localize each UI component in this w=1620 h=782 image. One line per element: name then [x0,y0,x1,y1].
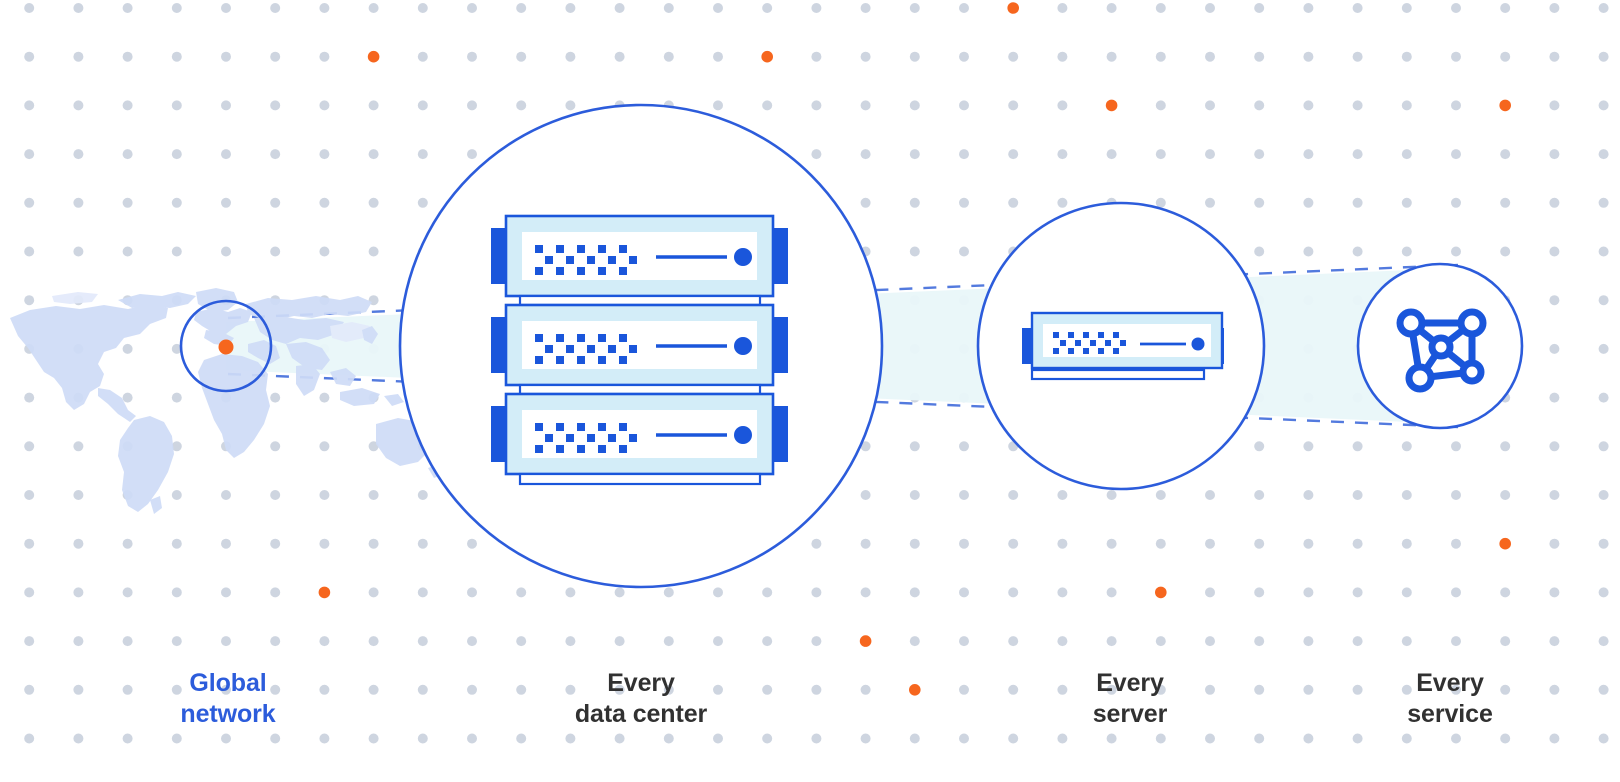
led-array-3 [535,423,637,453]
global-network-zoom-circle[interactable] [179,299,273,393]
status-dot-server [1191,337,1205,351]
server-unit-2 [491,303,788,396]
label-global-network: Global network [180,669,276,728]
server-unit-1 [491,214,788,307]
label-every-server: Every server [1092,669,1168,728]
network-graph-icon [1396,308,1487,393]
led-array-server [1053,332,1126,354]
led-array-2 [535,334,637,364]
location-pin-dot [218,339,234,355]
label-every-service: Every service [1407,669,1493,728]
server-rack [491,214,788,486]
status-dot-3 [734,426,752,444]
status-dot-1 [734,248,752,266]
label-every-data-center: Every data center [574,669,708,728]
status-dot-2 [734,337,752,355]
world-map [10,288,444,514]
led-array-1 [535,245,637,275]
single-server-unit [1022,311,1224,381]
server-unit-3 [491,392,788,486]
